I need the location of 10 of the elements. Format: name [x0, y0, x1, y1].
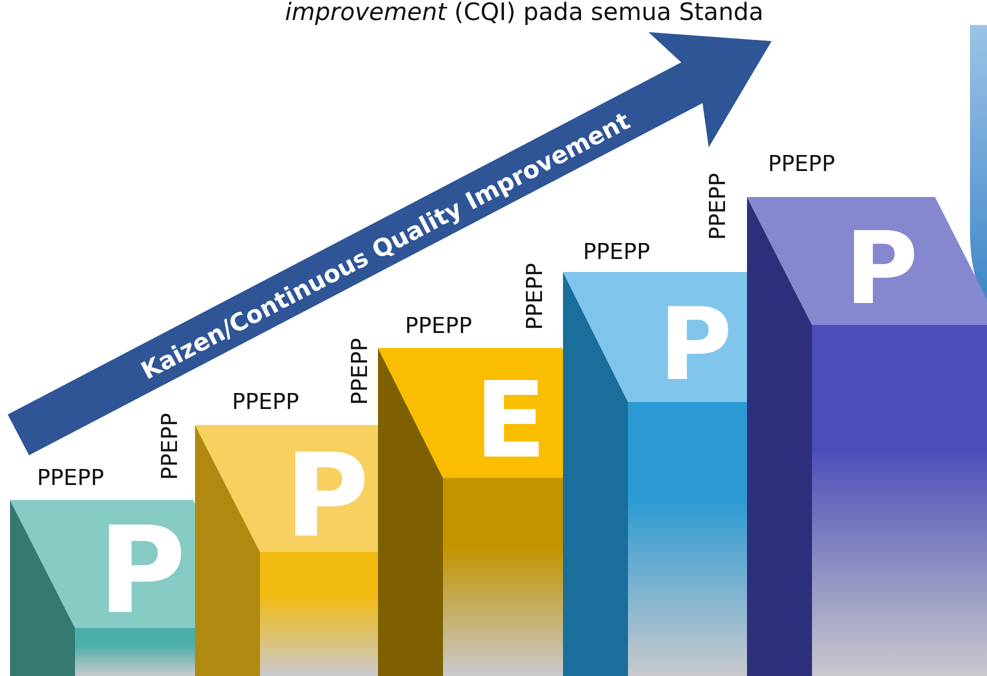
step-label: PPEPP [768, 154, 835, 176]
heading-text: improvement (CQI) pada semua Standa [285, 0, 764, 24]
step-label: PPEPP [708, 173, 730, 240]
step-label: PPEPP [525, 263, 547, 330]
step-label: PPEPP [405, 316, 472, 338]
step-label: PPEPP [160, 413, 182, 480]
step-label: PPEPP [37, 468, 104, 490]
step-letter: P [98, 512, 186, 632]
step-label: PPEPP [232, 392, 299, 414]
step-label: PPEPP [583, 242, 650, 264]
